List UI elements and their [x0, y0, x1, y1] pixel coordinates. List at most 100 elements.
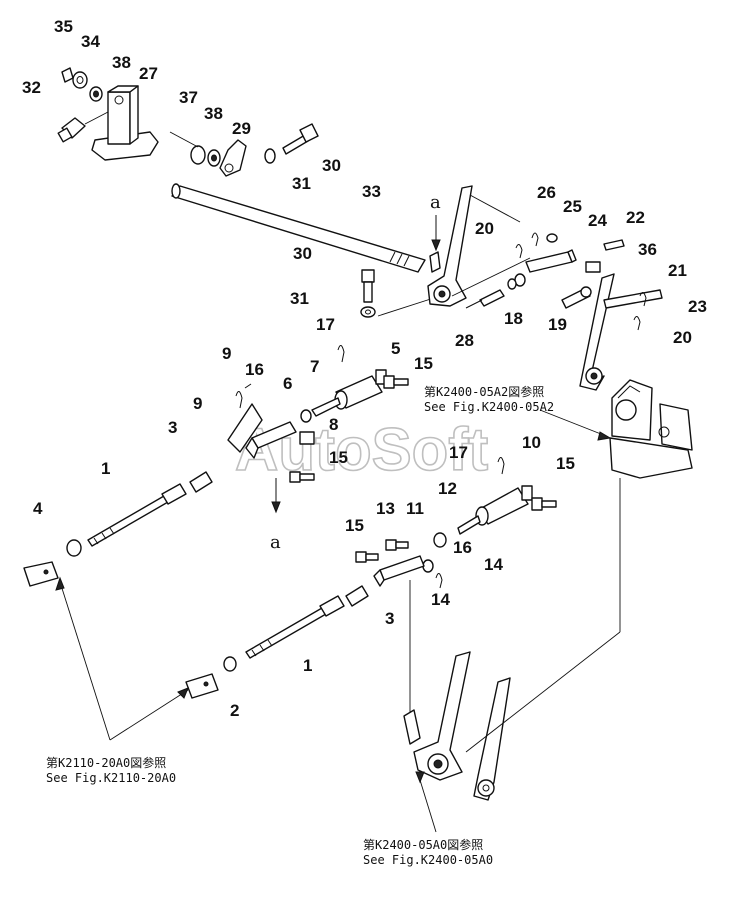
- bolt-15a: [383, 375, 409, 389]
- callout-30b: 30: [293, 244, 312, 263]
- callout-8: 8: [329, 415, 338, 434]
- bolt-32: [57, 117, 86, 143]
- link-6: [245, 421, 297, 459]
- callout-15c: 15: [556, 454, 575, 473]
- nut-18: [507, 273, 526, 290]
- callout-18: 18: [504, 309, 523, 328]
- bracket-9: [227, 403, 263, 453]
- marker-a-top: a: [430, 192, 441, 213]
- clevis-left-b: [185, 673, 219, 699]
- marker-a-bottom: a: [270, 532, 281, 553]
- cylinder-10: [475, 485, 533, 526]
- callout-16a: 16: [245, 360, 264, 379]
- washer-31b: [360, 306, 376, 318]
- callout-32: 32: [22, 78, 41, 97]
- pin-23: [639, 292, 647, 307]
- ball-joint-19: [561, 286, 592, 309]
- washer-38a: [89, 86, 103, 102]
- bolt-15b: [289, 471, 315, 483]
- pin-17b: [497, 457, 505, 475]
- callout-9a: 9: [222, 344, 231, 363]
- callout-14a: 14: [484, 555, 503, 574]
- callout-13: 13: [376, 499, 395, 518]
- callout-36: 36: [638, 240, 657, 259]
- rod-1b: [245, 595, 345, 659]
- bolt-30a: [282, 123, 319, 155]
- ref-k2400-05a0-en: See Fig.K2400-05A0: [363, 853, 493, 867]
- pedal-lever-right: [473, 677, 511, 801]
- plate-21: [603, 289, 663, 309]
- callout-33: 33: [362, 182, 381, 201]
- bolt-15d: [355, 551, 379, 563]
- pin-20b: [633, 316, 641, 331]
- rod-12: [457, 515, 481, 535]
- callout-15a: 15: [414, 354, 433, 373]
- callout-35: 35: [54, 17, 73, 36]
- callout-34: 34: [81, 32, 100, 51]
- callout-28: 28: [455, 331, 474, 350]
- callout-20b: 20: [673, 328, 692, 347]
- nut-4: [66, 539, 82, 557]
- bolt-13: [385, 539, 409, 551]
- rod-1a: [87, 483, 187, 547]
- cylinder-5: [334, 369, 387, 410]
- clevis-left-a: [23, 561, 59, 587]
- shaft-33: [171, 183, 426, 273]
- pin-26: [531, 232, 539, 247]
- pin-9a: [235, 391, 243, 409]
- bolt-30b: [361, 269, 375, 303]
- pin-16a: [244, 383, 252, 389]
- callout-21: 21: [668, 261, 687, 280]
- washer-25: [546, 233, 558, 243]
- callout-31b: 31: [290, 289, 309, 308]
- callout-11: 11: [406, 499, 424, 518]
- callout-30a: 30: [322, 156, 341, 175]
- callout-24: 24: [588, 211, 607, 230]
- callout-6: 6: [283, 374, 292, 393]
- nut-37: [190, 145, 206, 165]
- callout-19: 19: [548, 315, 567, 334]
- ref-k2110-20a0-jp: 第K2110-20A0図参照: [46, 755, 166, 770]
- washer-31a: [264, 148, 276, 164]
- block-8: [299, 431, 315, 445]
- callout-17a: 17: [316, 315, 335, 334]
- nut-2: [223, 656, 237, 672]
- callout-7: 7: [310, 357, 319, 376]
- callout-9b: 9: [193, 394, 202, 413]
- callout-15b: 15: [329, 448, 348, 467]
- callout-38: 38: [112, 53, 131, 72]
- callout-38b: 38: [204, 104, 223, 123]
- bolt-15c: [531, 497, 557, 511]
- callout-25: 25: [563, 197, 582, 216]
- callout-22: 22: [626, 208, 645, 227]
- ref-k2400-05a2-en: See Fig.K2400-05A2: [424, 400, 554, 414]
- pin-20a: [515, 244, 523, 259]
- callout-17b: 17: [449, 443, 468, 462]
- bracket-27: [91, 85, 159, 161]
- turnbuckle-3b: [345, 585, 369, 607]
- pin-17a: [337, 345, 345, 363]
- yoke-18: [525, 249, 577, 273]
- yoke-11: [373, 555, 425, 587]
- callout-26: 26: [537, 183, 556, 202]
- nut-16b: [433, 532, 447, 548]
- rod-7: [311, 397, 341, 417]
- callout-2: 2: [230, 701, 239, 720]
- callout-1a: 1: [101, 459, 110, 478]
- callout-4: 4: [33, 499, 43, 518]
- callout-15d: 15: [345, 516, 364, 535]
- callout-23: 23: [688, 297, 707, 316]
- bolt-22: [603, 239, 625, 251]
- callout-10: 10: [522, 433, 541, 452]
- pedal-lever-left: [403, 651, 471, 781]
- ref-k2110-20a0-en: See Fig.K2110-20A0: [46, 771, 176, 785]
- turnbuckle-3a: [189, 471, 213, 493]
- callout-29: 29: [232, 119, 251, 138]
- callout-12: 12: [438, 479, 457, 498]
- washer-38b: [207, 149, 221, 167]
- lever-29: [219, 139, 247, 177]
- ref-k2400-05a0-jp: 第K2400-05A0図参照: [363, 837, 483, 852]
- callout-27: 27: [139, 64, 158, 83]
- nut-7: [300, 409, 312, 423]
